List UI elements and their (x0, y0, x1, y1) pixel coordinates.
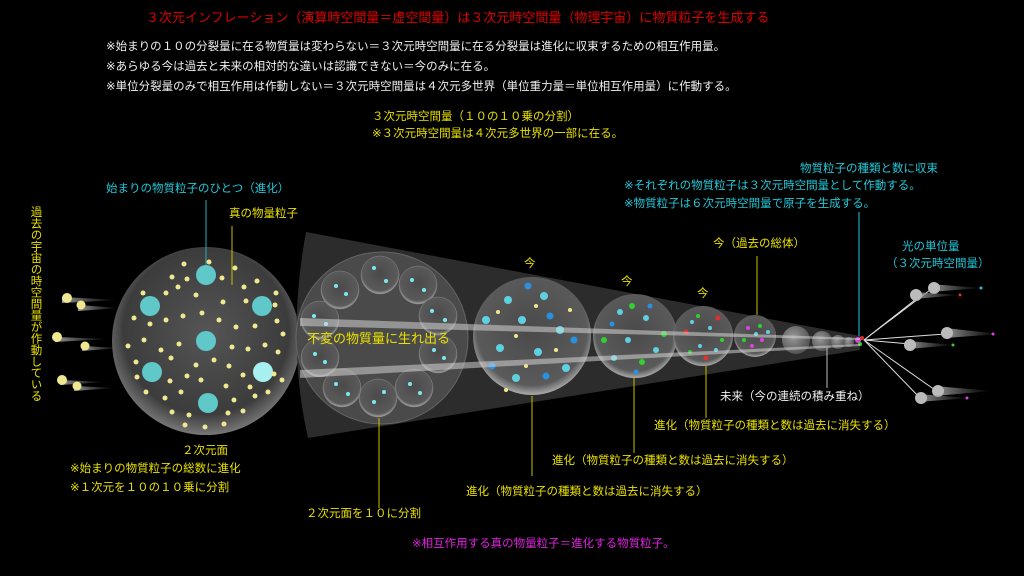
first-particle-label: 始まりの物質粒子のひとつ（進化） (106, 181, 290, 195)
plane2d-label-line3: ※１次元を１０の１０乗に分割 (70, 480, 230, 494)
two-dimensional-plane-disc (112, 247, 300, 435)
now-sphere-medium (593, 294, 677, 378)
true-particle-label: 真の物量粒子 (229, 206, 298, 220)
light-unit-comets (904, 282, 1000, 404)
plane2d-label-line1: ２次元面 (182, 443, 228, 457)
note-2: ※あらゆる今は過去と未来の相対的な違いは認識できない＝今のみに在る。 (106, 59, 496, 73)
center-label-line2: ※３次元時空間量は４次元多世界の一部に在る。 (372, 126, 624, 140)
center-label-line1: ３次元時空間量（１０の１０乗の分割） (372, 109, 579, 123)
past-universe-vertical-label: 過去の宇宙の時空間量が作動している (29, 206, 44, 402)
footer-note: ※相互作用する真の物量粒子＝進化する物質粒子。 (412, 536, 675, 550)
now-label-3: 今 (697, 286, 709, 300)
note-3: ※単位分裂量のみで相互作用は作動しない＝３次元時空間量は４次元多世界（単位重力量… (106, 79, 737, 93)
callout-lines (205, 200, 860, 508)
split-label: ２次元面を１０に分割 (306, 506, 421, 520)
ring-label: 不変の物質量に生れ出る (307, 332, 451, 347)
now-label-2: 今 (621, 274, 633, 288)
light-unit-label-line1: 光の単位量 (902, 239, 960, 253)
convergence-label-line3: ※物質粒子は６次元時空間量で原子を生成する。 (624, 196, 876, 210)
now-sphere-large (473, 277, 591, 395)
convergence-label-line1: 物質粒子の種類と数に収束 (800, 161, 938, 175)
future-label: 未来（今の連続の積み重ね） (720, 389, 870, 403)
convergence-label-line2: ※それぞれの物質粒子は３次元時空間量として作動する。 (624, 178, 921, 192)
evolution-label-2: 進化（物質粒子の種類と数は過去に消失する） (552, 453, 794, 467)
now-label-1: 今 (524, 256, 536, 270)
light-unit-label-line2: （３次元時空間量） (886, 256, 990, 270)
evolution-label-3: 進化（物質粒子の種類と数は過去に消失する） (466, 484, 708, 498)
light-rays (863, 289, 946, 399)
diagram-title: ３次元インフレーション（演算時空間量＝虚空間量）は３次元時空間量（物理宇宙）に物… (146, 11, 770, 26)
evolution-label-1: 進化（物質粒子の種類と数は過去に消失する） (654, 418, 896, 432)
light-streaks (300, 318, 860, 378)
plane2d-label-line2: ※始まりの物質粒子の総数に進化 (70, 461, 241, 475)
note-1: ※始まりの１０の分裂量に在る物質量は変わらない＝３次元時空間量に在る分裂量は進化… (106, 39, 726, 53)
now-past-total-label: 今（過去の総体） (713, 236, 805, 250)
past-universe-trails (52, 293, 120, 391)
